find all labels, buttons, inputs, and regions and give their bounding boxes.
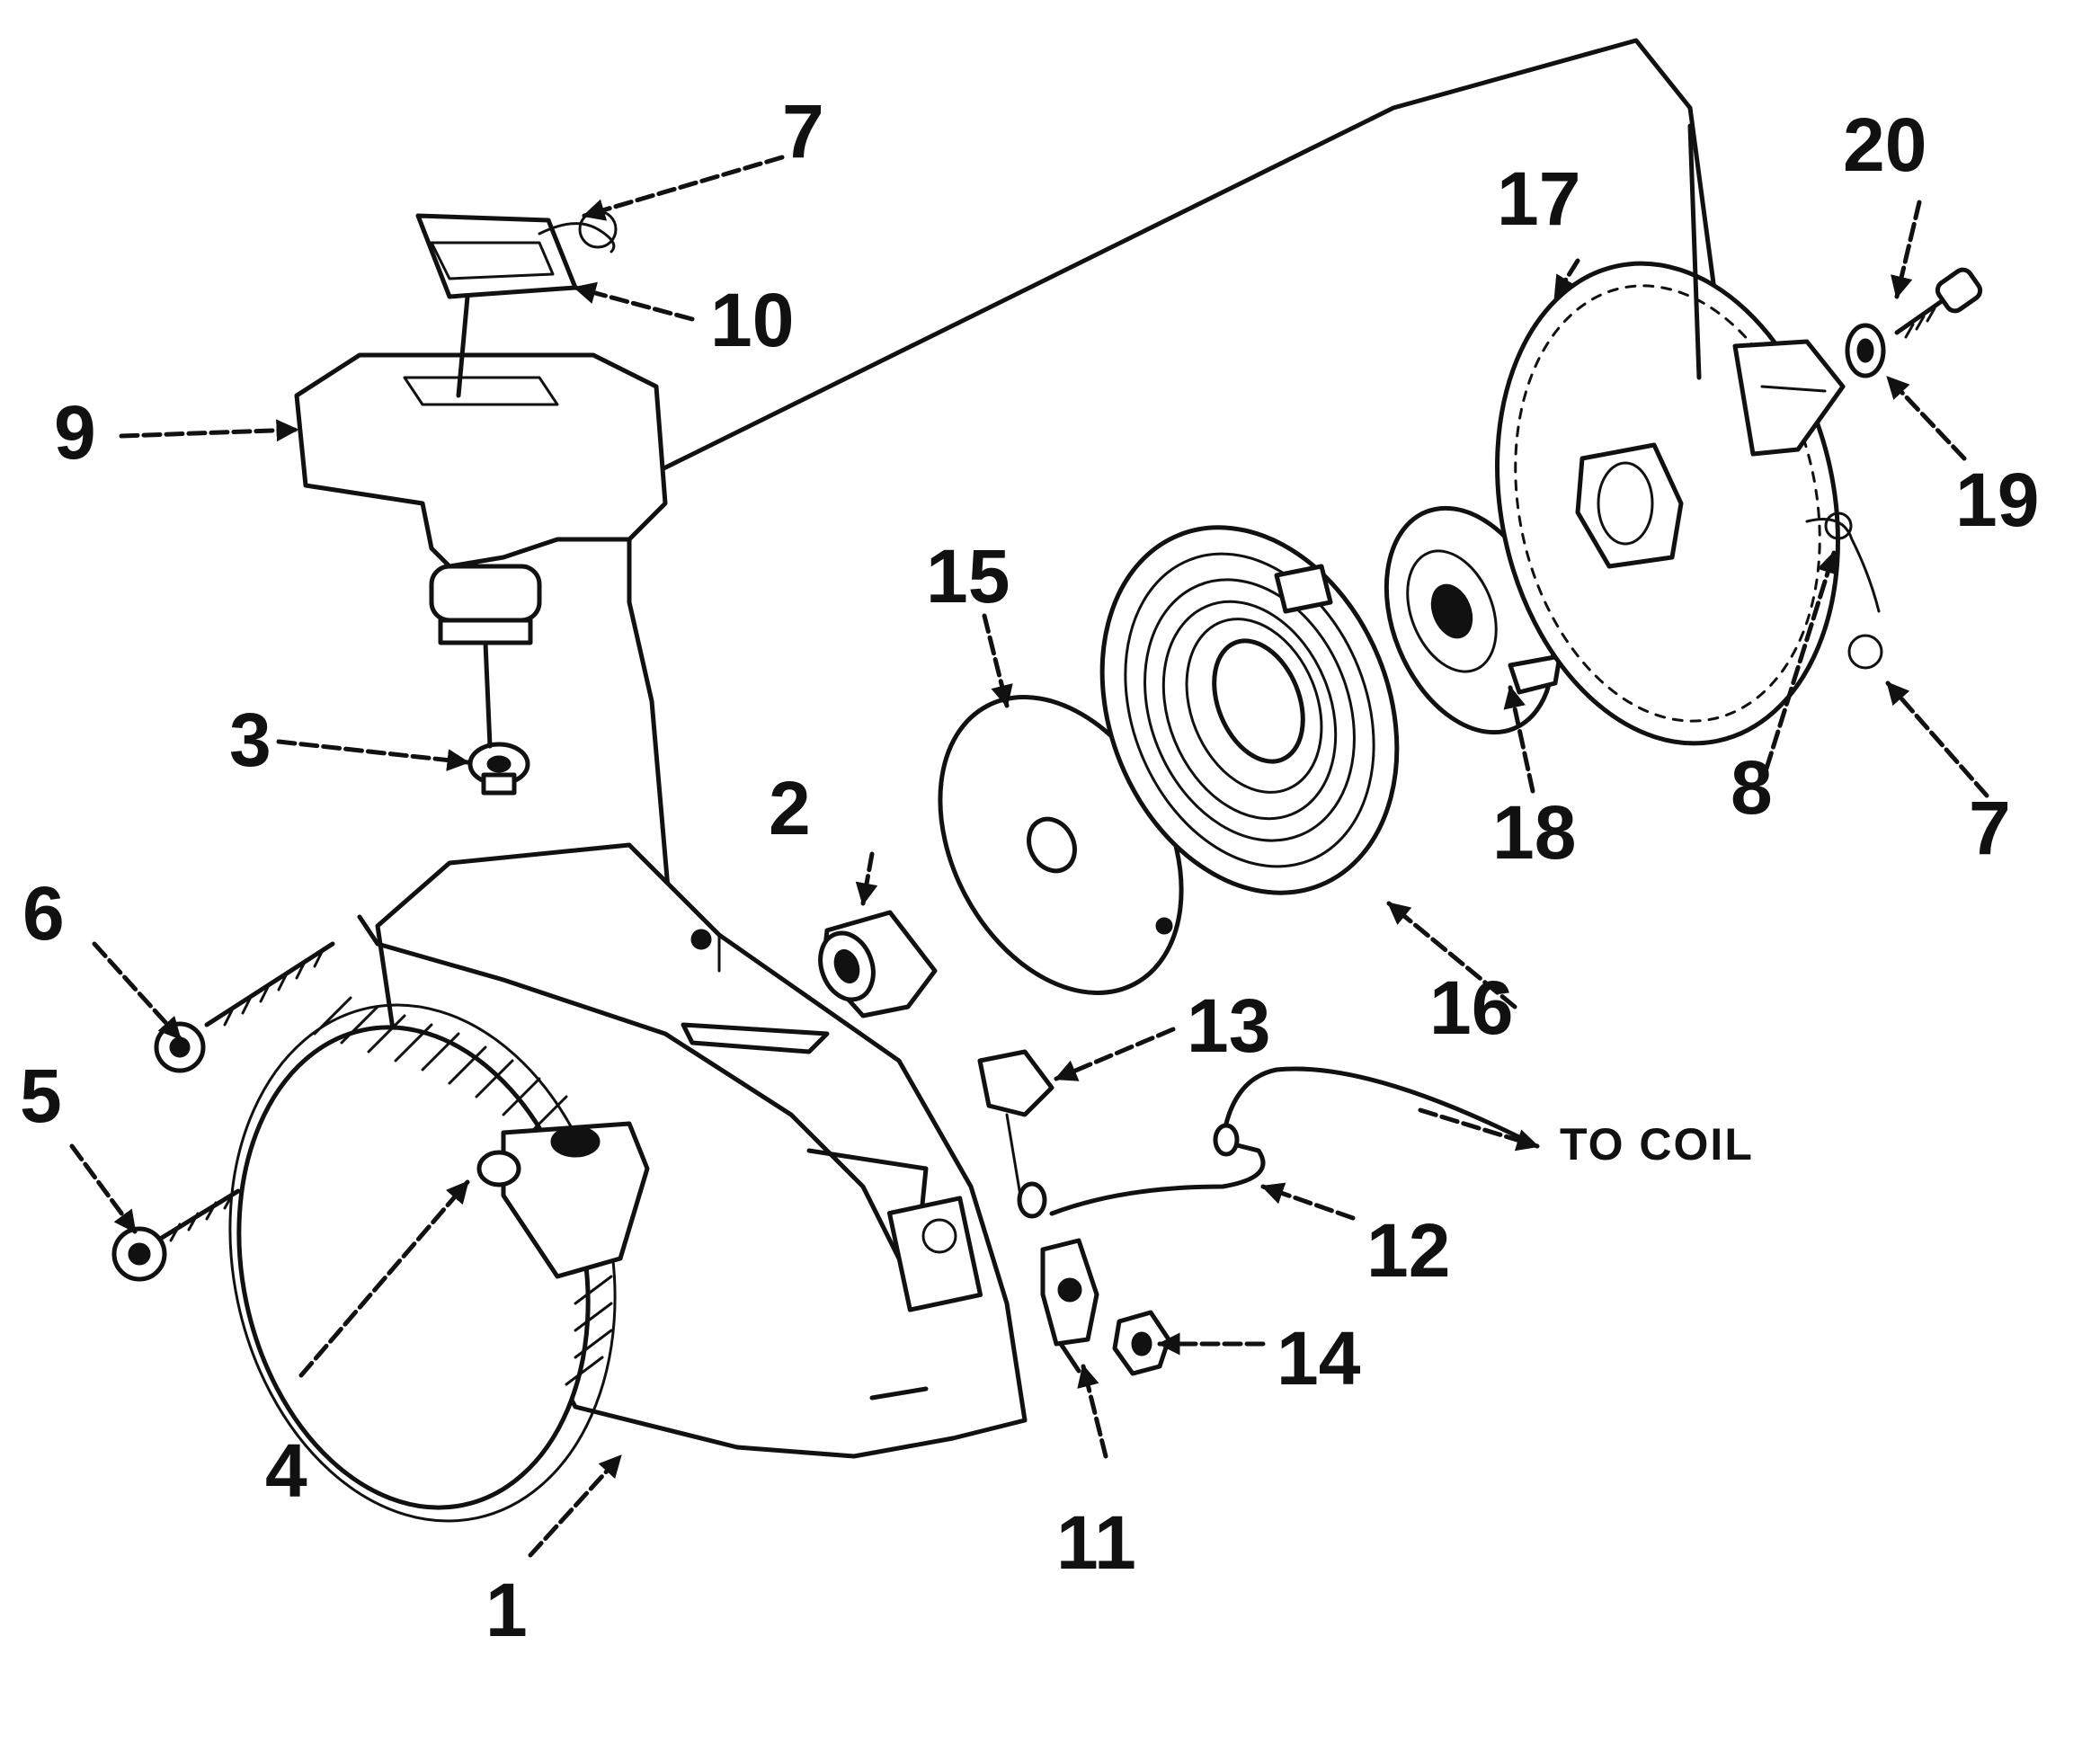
bushing xyxy=(818,910,938,1018)
callout-14: 14 xyxy=(1277,1316,1361,1401)
callout-12: 12 xyxy=(1366,1208,1450,1293)
rope-grommet xyxy=(467,742,530,796)
callout-1: 1 xyxy=(485,1568,528,1652)
callout-5: 5 xyxy=(20,1054,62,1138)
callout-3: 3 xyxy=(229,698,271,782)
callout-13: 13 xyxy=(1187,983,1270,1068)
stop-switch xyxy=(977,1049,1054,1219)
callout-9: 9 xyxy=(54,390,96,475)
callout-15: 15 xyxy=(926,534,1010,618)
callout-7-top: 7 xyxy=(782,89,824,173)
recoil-spring xyxy=(1099,525,1400,895)
callout-18: 18 xyxy=(1492,790,1576,875)
callout-2: 2 xyxy=(769,766,811,850)
to-coil-label: TO COIL xyxy=(1560,1119,1754,1169)
short-screw xyxy=(111,1188,241,1282)
small-washer xyxy=(1845,323,1886,378)
rope-knot-right xyxy=(1805,511,1883,670)
callout-16: 16 xyxy=(1429,965,1513,1050)
callout-10: 10 xyxy=(710,278,794,362)
callout-7-right: 7 xyxy=(1969,786,2011,870)
long-screw xyxy=(154,941,335,1073)
stop-switch-bracket xyxy=(1040,1238,1099,1374)
rope-guide xyxy=(476,1150,521,1187)
callout-8: 8 xyxy=(1731,745,1773,830)
callout-6: 6 xyxy=(22,871,65,956)
rope-pulley xyxy=(1495,123,1846,746)
callout-20: 20 xyxy=(1843,102,1926,187)
handle-insert xyxy=(415,213,578,398)
center-screw xyxy=(1894,267,1983,339)
starter-handle xyxy=(294,352,668,749)
callout-17: 17 xyxy=(1497,156,1580,241)
starter-housing xyxy=(228,842,1028,1523)
callout-19: 19 xyxy=(1955,458,2039,542)
callout-4: 4 xyxy=(265,1428,307,1513)
ignition-wire xyxy=(1049,1066,1531,1216)
callout-11: 11 xyxy=(1056,1500,1136,1585)
nut xyxy=(1112,1310,1171,1376)
